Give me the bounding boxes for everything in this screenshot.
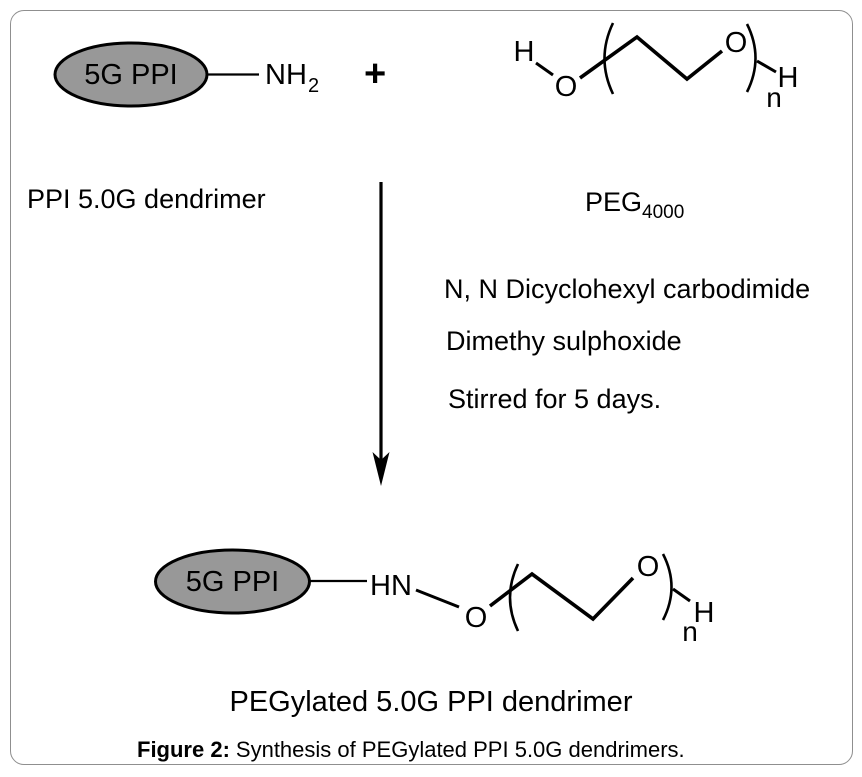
peg-ho-bond xyxy=(535,61,554,77)
peg-chain-bonds xyxy=(578,34,724,82)
product-n-o-bond xyxy=(415,588,460,609)
product-repeat-subscript: n xyxy=(682,616,698,647)
plus-sign: + xyxy=(364,53,386,95)
product-open-paren xyxy=(508,563,520,632)
product-close-paren xyxy=(661,553,673,621)
dendrimer-core-label: 5G PPI xyxy=(84,59,178,91)
peg-name-text: PEG xyxy=(585,187,643,217)
figure-caption-text: Synthesis of PEGylated PPI 5.0G dendrime… xyxy=(235,737,685,762)
peg-o-left-atom: O xyxy=(555,71,578,103)
peg-name-label: PEG4000 xyxy=(585,187,685,223)
peg-open-paren xyxy=(603,22,615,95)
product-core-ellipse xyxy=(154,548,311,615)
amine-group-subscript: 2 xyxy=(308,75,319,97)
product-h-right-atom: H xyxy=(694,597,715,629)
peg-h-left-atom: H xyxy=(514,36,535,68)
figure-caption-number: Figure 2: xyxy=(137,737,230,762)
amine-group-label: NH xyxy=(265,59,307,91)
peg-close-paren xyxy=(745,23,757,93)
reactant-dendrimer-caption: PPI 5.0G dendrimer xyxy=(27,184,266,214)
product-o-right-atom: O xyxy=(637,551,660,583)
peg-repeat-subscript: n xyxy=(766,82,782,113)
figure-border-box xyxy=(10,10,853,765)
product-oh-end-bond xyxy=(672,587,691,603)
peg-oh-end-bond xyxy=(756,59,777,74)
product-core-label: 5G PPI xyxy=(186,566,280,598)
peg-o-right-atom: O xyxy=(725,27,748,59)
peg-name-subscript: 4000 xyxy=(642,202,685,223)
product-o-left-atom: O xyxy=(465,602,488,634)
reaction-condition-1: N, N Dicyclohexyl carbodimide xyxy=(444,274,811,304)
product-caption: PEGylated 5.0G PPI dendrimer xyxy=(229,686,633,718)
reaction-condition-3: Stirred for 5 days. xyxy=(448,384,662,414)
peg-h-right-atom: H xyxy=(778,62,799,94)
reaction-arrow-head xyxy=(372,452,390,486)
figure-caption: Figure 2:Synthesis of PEGylated PPI 5.0G… xyxy=(137,739,685,761)
product-linker-label: HN xyxy=(370,570,412,602)
reaction-condition-2: Dimethy sulphoxide xyxy=(446,326,682,356)
